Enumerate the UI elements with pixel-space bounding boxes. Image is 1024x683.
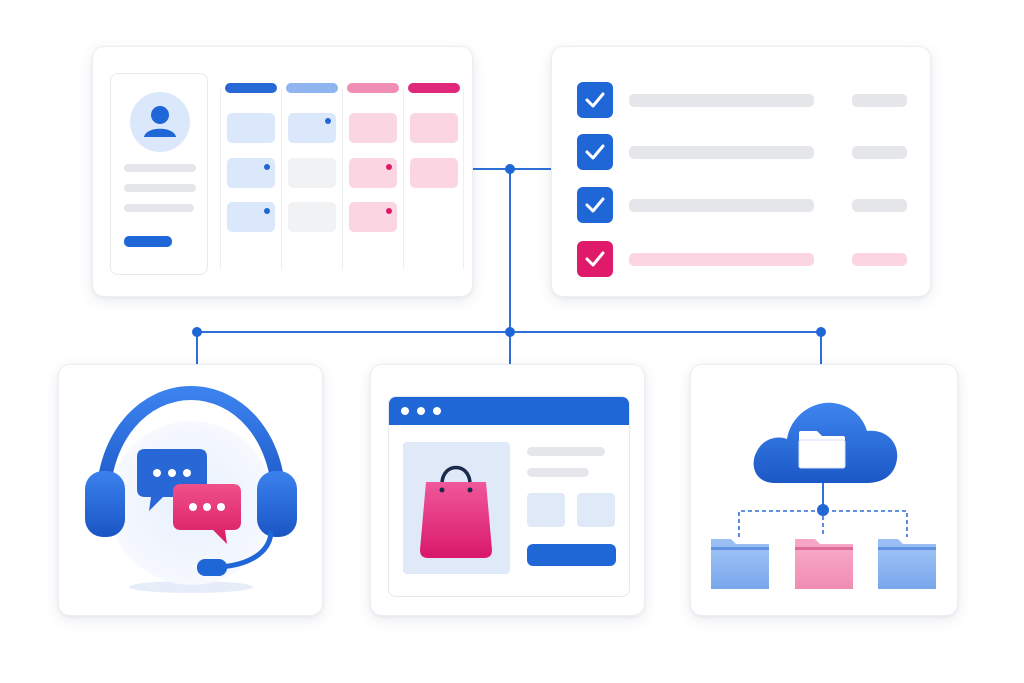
task-title-line [629, 146, 814, 159]
product-title-line [527, 447, 605, 456]
add-to-cart-button[interactable] [527, 544, 616, 566]
calendar-column-header [347, 83, 399, 93]
store-card [370, 364, 645, 616]
user-avatar-icon [130, 92, 190, 152]
task-list-card [551, 46, 931, 297]
browser-titlebar [389, 397, 629, 425]
cloud-storage-diagram [711, 402, 936, 589]
calendar-slot-empty [288, 202, 336, 232]
folder-icon [711, 539, 769, 589]
product-subtitle-line [527, 468, 589, 477]
calendar-event[interactable] [349, 202, 397, 232]
profile-line [124, 164, 196, 172]
window-dot [401, 407, 409, 415]
calendar-divider [281, 89, 282, 269]
task-checkbox-checked[interactable] [577, 241, 613, 277]
calendar-divider [220, 89, 221, 269]
profile-line [124, 184, 196, 192]
profile-action-button[interactable] [124, 236, 172, 247]
calendar-column-header [408, 83, 460, 93]
calendar-divider [463, 89, 464, 269]
calendar-event[interactable] [288, 113, 336, 143]
connector-node-top [505, 164, 515, 174]
product-image[interactable] [403, 442, 510, 574]
task-title-line [629, 253, 814, 266]
window-dot [433, 407, 441, 415]
calendar-event[interactable] [227, 158, 275, 188]
folder-icon [878, 539, 936, 589]
chat-bubble-icon [173, 484, 241, 544]
calendar-column-header [225, 83, 277, 93]
task-meta-line [852, 146, 907, 159]
calendar-event[interactable] [410, 113, 458, 143]
checkmark-icon [585, 144, 605, 160]
connector-vertical-main [509, 168, 511, 364]
connector-node-right [816, 327, 826, 337]
checkmark-icon [585, 197, 605, 213]
folder-icon [798, 431, 846, 469]
task-checkbox-checked[interactable] [577, 187, 613, 223]
task-checkbox-checked[interactable] [577, 82, 613, 118]
product-option[interactable] [527, 493, 565, 527]
calendar-column-header [286, 83, 338, 93]
checkmark-icon [585, 251, 605, 267]
window-dot [417, 407, 425, 415]
connector-drop-left [196, 331, 198, 364]
calendar-event[interactable] [227, 202, 275, 232]
task-meta-line [852, 94, 907, 107]
cloud-storage-card [690, 364, 958, 616]
task-title-line [629, 199, 814, 212]
connector-node-left [192, 327, 202, 337]
task-meta-line [852, 253, 907, 266]
task-meta-line [852, 199, 907, 212]
shopping-bag-icon [420, 465, 492, 558]
scheduler-card [92, 46, 473, 297]
calendar-divider [342, 89, 343, 269]
product-option[interactable] [577, 493, 615, 527]
support-card [58, 364, 323, 616]
calendar-event[interactable] [410, 158, 458, 188]
calendar-event[interactable] [349, 158, 397, 188]
profile-panel [110, 73, 208, 275]
calendar-divider [403, 89, 404, 269]
checkmark-icon [585, 92, 605, 108]
folder-icon [795, 539, 853, 589]
task-checkbox-checked[interactable] [577, 134, 613, 170]
profile-line [124, 204, 194, 212]
calendar-event[interactable] [227, 113, 275, 143]
calendar-event[interactable] [349, 113, 397, 143]
task-title-line [629, 94, 814, 107]
connector-drop-right [820, 331, 822, 364]
connector-node-center [505, 327, 515, 337]
browser-window [388, 396, 630, 597]
calendar-slot-empty [288, 158, 336, 188]
